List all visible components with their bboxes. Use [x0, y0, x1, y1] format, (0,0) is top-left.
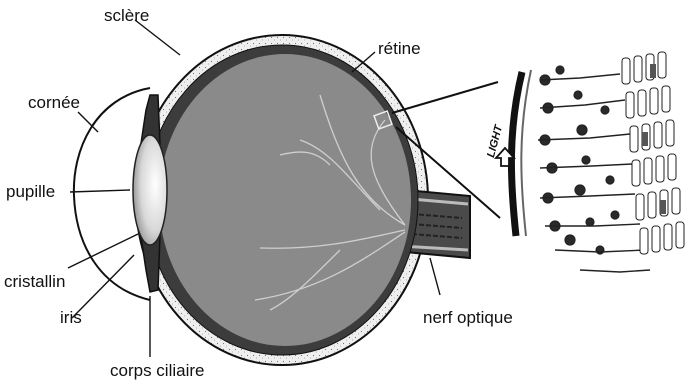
label-cornee: cornée: [28, 94, 80, 111]
label-nerf-optique: nerf optique: [423, 309, 513, 326]
retina-cells: [511, 52, 684, 272]
label-cristallin: cristallin: [4, 273, 65, 290]
label-iris: iris: [60, 309, 82, 326]
label-corps-ciliaire: corps ciliaire: [110, 362, 204, 379]
zoom-line-top: [392, 82, 498, 113]
label-sclere: sclère: [104, 7, 149, 24]
label-retine: rétine: [378, 40, 421, 57]
label-pupille: pupille: [6, 183, 55, 200]
lens: [133, 135, 167, 245]
